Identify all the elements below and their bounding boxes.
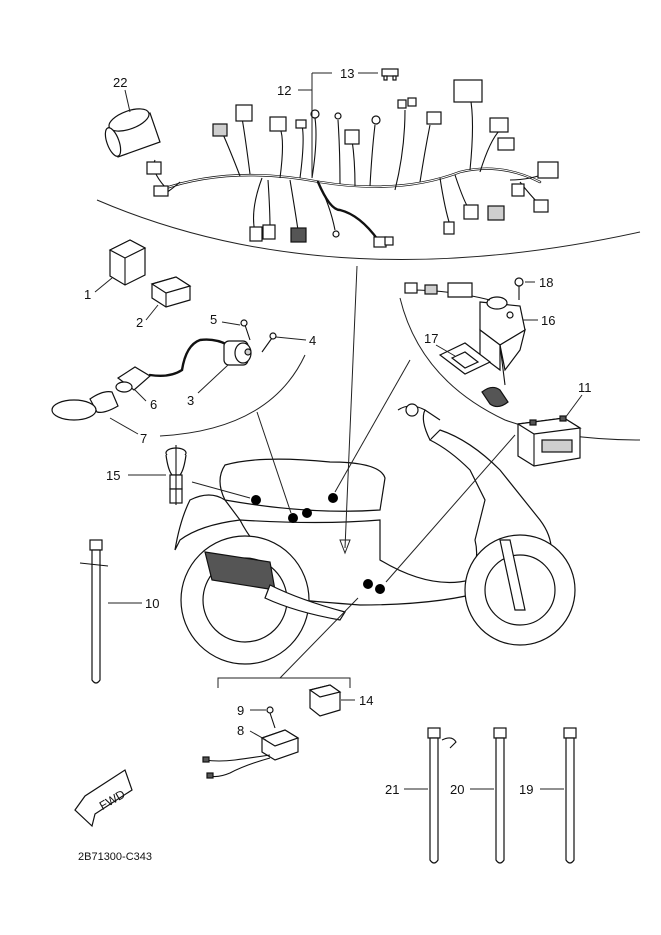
callout-16: 16 — [541, 313, 555, 328]
callout-22: 22 — [113, 75, 127, 90]
part-17-pad — [438, 342, 492, 375]
part-1-relay — [108, 239, 147, 286]
part-6-plug-cap — [115, 366, 152, 393]
part-12-wire-harness — [146, 79, 559, 248]
callout-5: 5 — [210, 312, 217, 327]
right-section-arc — [399, 297, 641, 441]
callout-2: 2 — [136, 315, 143, 330]
callout-21: 21 — [385, 782, 399, 797]
part-11-battery — [516, 415, 582, 467]
part-9-screw — [266, 706, 276, 729]
callout-17: 17 — [424, 331, 438, 346]
bottom-bracket — [217, 677, 351, 688]
callout-15: 15 — [106, 468, 120, 483]
part-8-rectifier — [202, 729, 300, 779]
callout-7: 7 — [140, 431, 147, 446]
callout-10: 10 — [145, 596, 159, 611]
part-22-cover — [104, 108, 161, 158]
callout-19: 19 — [519, 782, 533, 797]
callout-1: 1 — [84, 287, 91, 302]
callout-20: 20 — [450, 782, 464, 797]
part-14-relay — [308, 684, 342, 717]
callout-14: 14 — [359, 693, 373, 708]
part-16-battery-holder — [404, 282, 526, 408]
part-21-cable-tie — [427, 727, 457, 864]
scooter-frame — [174, 403, 576, 665]
harness-section-arc — [96, 199, 641, 260]
callout-6: 6 — [150, 397, 157, 412]
callout-11: 11 — [578, 380, 592, 395]
callout-3: 3 — [187, 393, 194, 408]
part-5-screw — [240, 319, 251, 341]
callout-13: 13 — [340, 66, 354, 81]
part-10-cable-tie — [79, 539, 109, 684]
part-19-cable-tie — [563, 727, 577, 864]
part-3-ignition-coil — [148, 338, 252, 378]
callout-18: 18 — [539, 275, 553, 290]
left-section-arc — [159, 354, 306, 437]
part-7-plug-boot — [51, 391, 119, 421]
part-20-cable-tie — [493, 727, 507, 864]
fwd-arrow — [74, 769, 133, 828]
callout-9: 9 — [237, 703, 244, 718]
part-15-fastener — [165, 445, 187, 505]
part-13-fuse — [381, 68, 399, 81]
callout-12: 12 — [277, 83, 291, 98]
location-dots — [251, 493, 385, 594]
callout-4: 4 — [309, 333, 316, 348]
leader-lines — [191, 265, 516, 679]
part-2-flasher — [150, 276, 192, 308]
part-4-screw — [261, 332, 277, 353]
callout-8: 8 — [237, 723, 244, 738]
part-18-bolt — [514, 277, 524, 300]
part-code: 2B71300-C343 — [78, 851, 152, 863]
callout-leaders — [94, 72, 583, 790]
